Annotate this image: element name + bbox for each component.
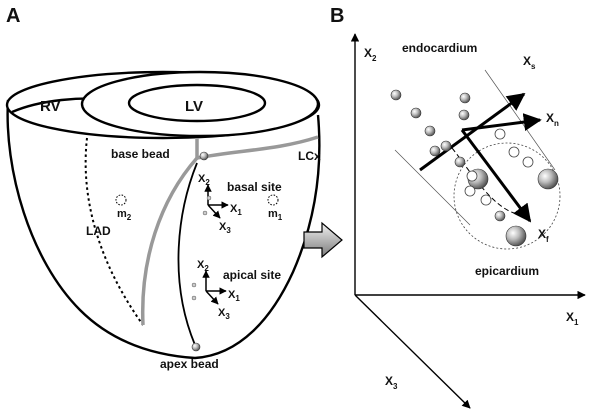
basal-site-point: [206, 195, 212, 201]
rv-label: RV: [40, 98, 61, 115]
bead: [458, 109, 470, 121]
apical-site-point: [191, 295, 197, 301]
lcx-vessel: [195, 135, 319, 160]
panel-b-label: B: [330, 5, 344, 27]
reference-marker: [508, 146, 520, 158]
bead-cloud: [390, 89, 559, 247]
bead: [505, 225, 527, 247]
basal-site-point: [202, 210, 208, 216]
bead: [459, 92, 471, 104]
heart-body-outline: [6, 99, 321, 360]
tissue-boundary-lines: [394, 69, 556, 226]
base-bead-label: base bead: [111, 147, 170, 161]
basal-x3-label: X3: [219, 221, 231, 235]
endocardium-label: endocardium: [402, 41, 477, 55]
bead: [424, 125, 436, 137]
bead: [440, 140, 452, 152]
apex-bead: [191, 342, 201, 352]
m2-label: m2: [117, 208, 132, 222]
lad-label: LAD: [86, 224, 111, 238]
m2-marker: [115, 194, 127, 206]
lcx-label: LCx: [298, 149, 321, 163]
apical-x1-label: X1: [228, 289, 240, 303]
bead: [429, 145, 441, 157]
septal-line: [177, 162, 198, 346]
tissue-x1-label: X1: [566, 310, 579, 327]
apex-bead-label: apex bead: [160, 357, 219, 371]
reference-marker: [480, 194, 492, 206]
reference-marker: [464, 185, 476, 197]
bead: [537, 168, 559, 190]
apical-site-axes: [202, 270, 227, 305]
lv-label: LV: [185, 98, 203, 115]
reference-marker: [494, 128, 506, 140]
basal-site-label: basal site: [227, 180, 282, 194]
basal-vessel: [140, 156, 199, 326]
reference-marker: [522, 156, 534, 168]
material-axes: [419, 92, 542, 223]
epicardial-region: [453, 142, 561, 250]
base-bead: [199, 151, 209, 161]
xf-label: Xf: [538, 227, 549, 244]
reference-markers: [464, 128, 534, 206]
tissue-x2-label: X2: [364, 46, 377, 63]
m1-marker: [267, 194, 279, 206]
apical-site-label: apical site: [223, 268, 281, 282]
bead: [494, 210, 506, 222]
apical-x2-label: X2: [197, 259, 209, 273]
bead: [390, 89, 402, 101]
tissue-axes: [350, 33, 586, 409]
epicardium-label: epicardium: [475, 264, 539, 278]
bead: [410, 107, 422, 119]
basal-x2-label: X2: [198, 173, 210, 187]
m1-label: m1: [268, 208, 283, 222]
basal-x1-label: X1: [230, 203, 242, 217]
apical-x3-label: X3: [218, 307, 230, 321]
bead: [454, 156, 466, 168]
transition-arrow: [303, 221, 343, 259]
reference-marker: [466, 170, 478, 182]
xn-label: Xn: [546, 111, 559, 128]
lad-vessel: [84, 137, 144, 326]
panel-a-label: A: [6, 5, 20, 27]
lv-inner-ring: [127, 83, 267, 123]
basal-site-axes: [204, 184, 229, 219]
tissue-x3-label: X3: [385, 374, 398, 391]
apical-site-point: [191, 282, 197, 288]
xs-label: Xs: [523, 54, 536, 71]
